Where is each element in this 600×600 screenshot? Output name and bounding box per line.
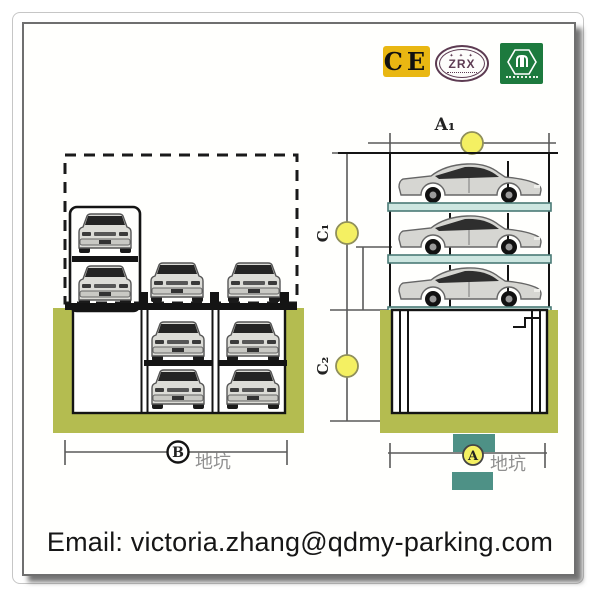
pallet-shelf [219, 360, 287, 366]
car [398, 215, 542, 256]
green-certification-icon [500, 43, 543, 84]
dimension-label-c1: C₁ [315, 224, 332, 243]
dimension-marker-a [462, 444, 484, 466]
zrx-stamp-icon: ✦ ✦ ✦ ZRX [435, 45, 489, 82]
car [78, 213, 132, 254]
car [226, 369, 280, 410]
zrx-label: ZRX [448, 57, 476, 71]
pit-width-dimension: B 地坑 [64, 440, 288, 473]
car [150, 262, 204, 303]
pit-step-bracket [513, 317, 540, 328]
zrx-small-text-decoration [447, 70, 477, 73]
car [78, 265, 132, 306]
side-view-diagram: A₁ C₁ C₂ [315, 115, 558, 490]
pit-text: 地坑 [490, 454, 526, 475]
green-badge-small-text-decoration [505, 76, 538, 78]
deck-bracket [210, 292, 219, 304]
dimension-marker-a1 [460, 131, 484, 155]
dimension-marker-c2 [335, 354, 359, 378]
lift-frame-outline [68, 205, 142, 313]
foundation-block [453, 434, 495, 452]
contact-email: Email: victoria.zhang@qdmy-parking.com [46, 527, 554, 557]
green-hexagon-tree-icon [506, 49, 537, 75]
car [226, 321, 280, 362]
outer-border-line [12, 12, 584, 584]
dimension-label-a1: A₁ [434, 115, 456, 135]
platform-width-dimension: A₁ [368, 115, 556, 155]
pit-depth-dimension: A 地坑 [388, 443, 547, 475]
pit-text: 地坑 [195, 452, 231, 473]
lift-platform [387, 202, 552, 212]
dimension-label-b: B [172, 445, 184, 461]
pallet-shelf [72, 256, 138, 262]
deck-bracket [139, 292, 148, 304]
pit-cross-section-side [380, 308, 558, 433]
car [398, 163, 542, 204]
front-view-diagram: B 地坑 [53, 153, 304, 473]
zrx-stars-decoration: ✦ ✦ ✦ [449, 53, 475, 59]
deck-bracket [280, 292, 289, 304]
dimension-marker-c1 [335, 221, 359, 245]
car [398, 267, 542, 308]
zrx-inner-ring: ✦ ✦ ✦ ZRX [439, 49, 485, 78]
car [227, 262, 281, 303]
lift-frame-column [68, 205, 142, 313]
car [151, 321, 205, 362]
dimension-marker-b [166, 440, 190, 464]
lift-platform [387, 254, 552, 264]
car [151, 369, 205, 410]
dimension-label-a: A [467, 449, 479, 464]
dimension-label-c2: C₂ [315, 357, 332, 376]
pit-interior [390, 308, 549, 415]
foundation-block [452, 472, 493, 490]
ground-deck [65, 303, 297, 310]
ce-mark-icon: CE [383, 46, 430, 77]
pallet-shelf [144, 360, 212, 366]
